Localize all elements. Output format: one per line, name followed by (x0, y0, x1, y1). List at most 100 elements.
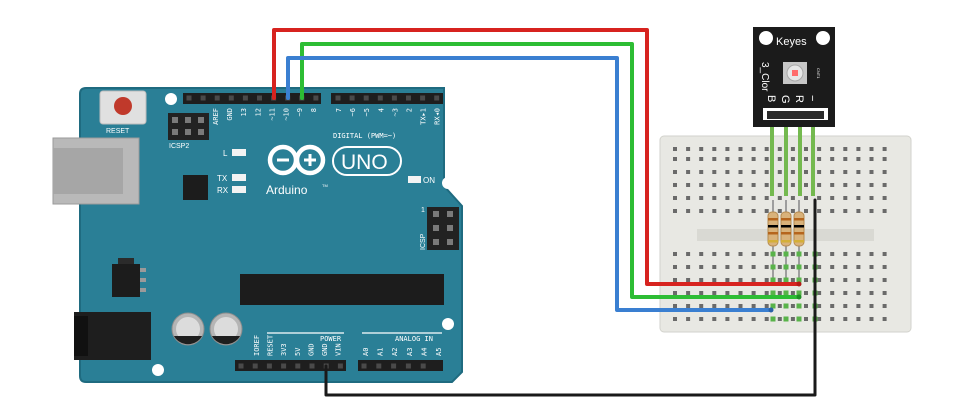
resistor-band (768, 232, 778, 235)
breadboard-hole (764, 291, 769, 295)
breadboard-hole (856, 209, 861, 213)
pin-label: AREF (212, 108, 220, 125)
resistor-band (794, 225, 804, 228)
pin-label: 13 (240, 108, 248, 116)
breadboard-hole (817, 304, 822, 308)
main-microcontroller (240, 274, 444, 305)
breadboard-hole (777, 291, 782, 295)
breadboard-hole (804, 170, 808, 174)
digital-header-left (183, 93, 321, 104)
digital-label: DIGITAL (PWM=~) (333, 132, 396, 140)
breadboard-hole (869, 147, 874, 151)
module-pin-label: R (793, 95, 805, 103)
breadboard-hole (843, 196, 848, 200)
breadboard-hole (712, 317, 717, 321)
red-wire (272, 28, 801, 286)
breadboard-hole (699, 157, 704, 161)
breadboard-hole (830, 157, 835, 161)
header-pin (447, 239, 453, 245)
breadboard-hole (869, 209, 874, 213)
header-pin (309, 363, 315, 369)
breadboard-hole (790, 278, 795, 282)
breadboard-hole (673, 278, 677, 282)
breadboard-hole (738, 304, 743, 308)
breadboard-hole (699, 183, 704, 187)
breadboard-hole (699, 291, 704, 295)
resistor-band (768, 218, 778, 221)
pin-label: GND (307, 343, 315, 356)
breadboard-hole (790, 183, 795, 187)
breadboard-hole (843, 170, 848, 174)
breadboard-hole (856, 170, 861, 174)
breadboard-hole (699, 196, 704, 200)
breadboard-hole (869, 170, 874, 174)
breadboard-hole (699, 265, 704, 269)
header-pin (198, 129, 204, 135)
pin-label: GND (226, 108, 234, 121)
on-label: ON (423, 176, 435, 185)
breadboard-hole (856, 183, 861, 187)
breadboard-hole (712, 304, 717, 308)
breadboard-hole (725, 304, 730, 308)
wire-end (796, 294, 802, 300)
led-tx (232, 174, 246, 181)
breadboard-hole (804, 183, 808, 187)
breadboard-hole (856, 196, 861, 200)
breadboard-hole (804, 147, 808, 151)
breadboard-hole (751, 209, 756, 213)
icsp2-label: ICSP2 (169, 143, 189, 150)
breadboard-hole (882, 147, 887, 151)
arduino-logo-icon (267, 144, 326, 176)
breadboard-hole (725, 317, 730, 321)
breadboard-hole (817, 147, 822, 151)
breadboard-hole (869, 291, 874, 295)
breadboard-hole (673, 170, 677, 174)
breadboard-hole (869, 157, 874, 161)
pin-label: GND (321, 343, 329, 356)
pin-label: 8 (310, 108, 318, 112)
breadboard-hole-active (796, 251, 802, 257)
pin-label: ~10 (283, 108, 291, 121)
breadboard-hole (882, 252, 887, 256)
breadboard-hole (751, 304, 756, 308)
breadboard-hole (790, 170, 795, 174)
breadboard-hole (699, 278, 704, 282)
breadboard-hole (699, 170, 704, 174)
breadboard-hole (686, 252, 691, 256)
breadboard-hole (725, 278, 730, 282)
mounting-hole (152, 364, 164, 376)
header-pin (391, 95, 397, 101)
breadboard-hole (777, 304, 782, 308)
breadboard-hole (817, 209, 822, 213)
digital-header-right (331, 93, 443, 104)
breadboard-hole (843, 278, 848, 282)
breadboard-hole (843, 209, 848, 213)
header-pin (433, 211, 439, 217)
reset-button-cap[interactable] (114, 97, 132, 115)
breadboard-hole (830, 317, 835, 321)
header-pin (252, 363, 258, 369)
breadboard-hole (738, 317, 743, 321)
breadboard-hole (673, 291, 677, 295)
breadboard-hole (790, 196, 795, 200)
module-brand: Keyes (776, 36, 807, 48)
breadboard-hole (790, 147, 795, 151)
power-header (235, 360, 346, 371)
breadboard-hole (817, 157, 822, 161)
pin-label: RESET (267, 334, 275, 356)
breadboard-hole (673, 196, 677, 200)
breadboard-hole (686, 278, 691, 282)
breadboard-hole (673, 183, 677, 187)
mounting-hole (442, 177, 454, 189)
breadboard-hole-active (783, 251, 789, 257)
pin-label: A4 (420, 348, 428, 356)
breadboard-hole-active (770, 290, 776, 296)
pin-label: IOREF (253, 335, 261, 356)
breadboard-hole (751, 265, 756, 269)
breadboard-hole (725, 252, 730, 256)
breadboard-hole (738, 209, 743, 213)
pin-label: 12 (254, 108, 262, 116)
breadboard-holes (673, 147, 887, 321)
